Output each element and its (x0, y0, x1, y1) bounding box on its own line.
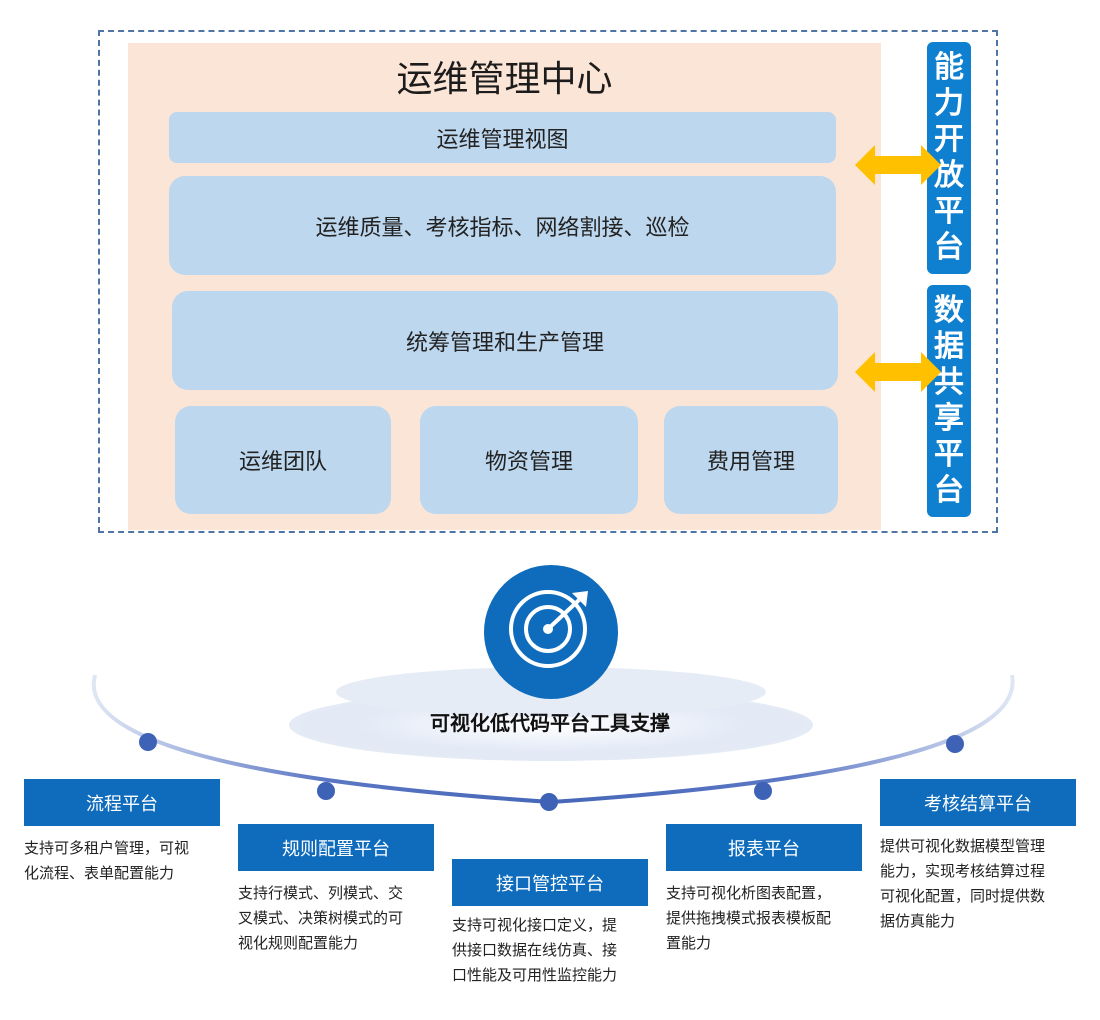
data-share-char: 台 (934, 473, 964, 508)
report-platform-desc: 支持可视化析图表配置， 提供拖拽模式报表模板配 置能力 (666, 881, 876, 956)
ops-center-title: 运维管理中心 (396, 59, 613, 100)
desc-line: 化流程、表单配置能力 (24, 864, 175, 882)
ops-quality-box: 运维质量、考核指标、网络割接、巡检 (169, 176, 836, 275)
capability-open-platform: 能 力 开 放 平 台 (927, 42, 971, 274)
capability-char: 台 (934, 230, 964, 265)
desc-line: 提供拖拽模式报表模板配 (666, 909, 832, 927)
ops-view-box: 运维管理视图 (169, 112, 836, 163)
flow-platform-desc: 支持可多租户管理，可视 化流程、表单配置能力 (24, 836, 234, 886)
desc-line: 口性能及可用性监控能力 (452, 966, 618, 984)
data-share-platform: 数 据 共 享 平 台 (927, 285, 971, 517)
desc-line: 视化规则配置能力 (238, 934, 359, 952)
desc-line: 支持行模式、列模式、交 (238, 884, 404, 902)
overall-production-box: 统筹管理和生产管理 (172, 291, 838, 390)
desc-line: 置能力 (666, 934, 712, 952)
rule-config-platform-desc: 支持行模式、列模式、交 叉模式、决策树模式的可 视化规则配置能力 (238, 881, 448, 956)
double-arrow-icon (855, 145, 941, 185)
rule-config-platform-label: 规则配置平台 (238, 824, 434, 871)
desc-line: 提供可视化数据模型管理 (880, 837, 1046, 855)
desc-line: 据仿真能力 (880, 912, 956, 930)
desc-line: 能力，实现考核结算过程 (880, 862, 1046, 880)
desc-line: 供接口数据在线仿真、接 (452, 941, 618, 959)
data-share-char: 平 (934, 437, 964, 472)
capability-char: 平 (934, 194, 964, 229)
double-arrow-icon (855, 352, 941, 392)
desc-line: 支持可视化析图表配置， (666, 884, 832, 902)
desc-line: 支持可多租户管理，可视 (24, 839, 190, 857)
dashed-frame (98, 30, 998, 533)
target-icon (484, 565, 618, 699)
data-share-char: 享 (934, 401, 964, 436)
assessment-settlement-platform-label: 考核结算平台 (880, 779, 1076, 826)
cost-mgmt-box: 费用管理 (664, 406, 838, 514)
data-share-char: 数 (934, 293, 964, 328)
assessment-settlement-platform-desc: 提供可视化数据模型管理 能力，实现考核结算过程 可视化配置，同时提供数 据仿真能… (880, 834, 1090, 934)
capability-char: 开 (934, 122, 964, 157)
capability-char: 力 (934, 86, 964, 121)
report-platform-label: 报表平台 (666, 824, 862, 871)
capability-char: 能 (934, 50, 964, 85)
desc-line: 叉模式、决策树模式的可 (238, 909, 404, 927)
data-share-char: 据 (934, 329, 964, 364)
interface-control-platform-desc: 支持可视化接口定义，提 供接口数据在线仿真、接 口性能及可用性监控能力 (452, 913, 662, 988)
flow-platform-label: 流程平台 (24, 779, 220, 826)
desc-line: 支持可视化接口定义，提 (452, 916, 618, 934)
material-mgmt-box: 物资管理 (420, 406, 638, 514)
ops-team-box: 运维团队 (175, 406, 391, 514)
interface-control-platform-label: 接口管控平台 (452, 859, 648, 906)
hub-title: 可视化低代码平台工具支撑 (430, 711, 670, 735)
desc-line: 可视化配置，同时提供数 (880, 887, 1046, 905)
